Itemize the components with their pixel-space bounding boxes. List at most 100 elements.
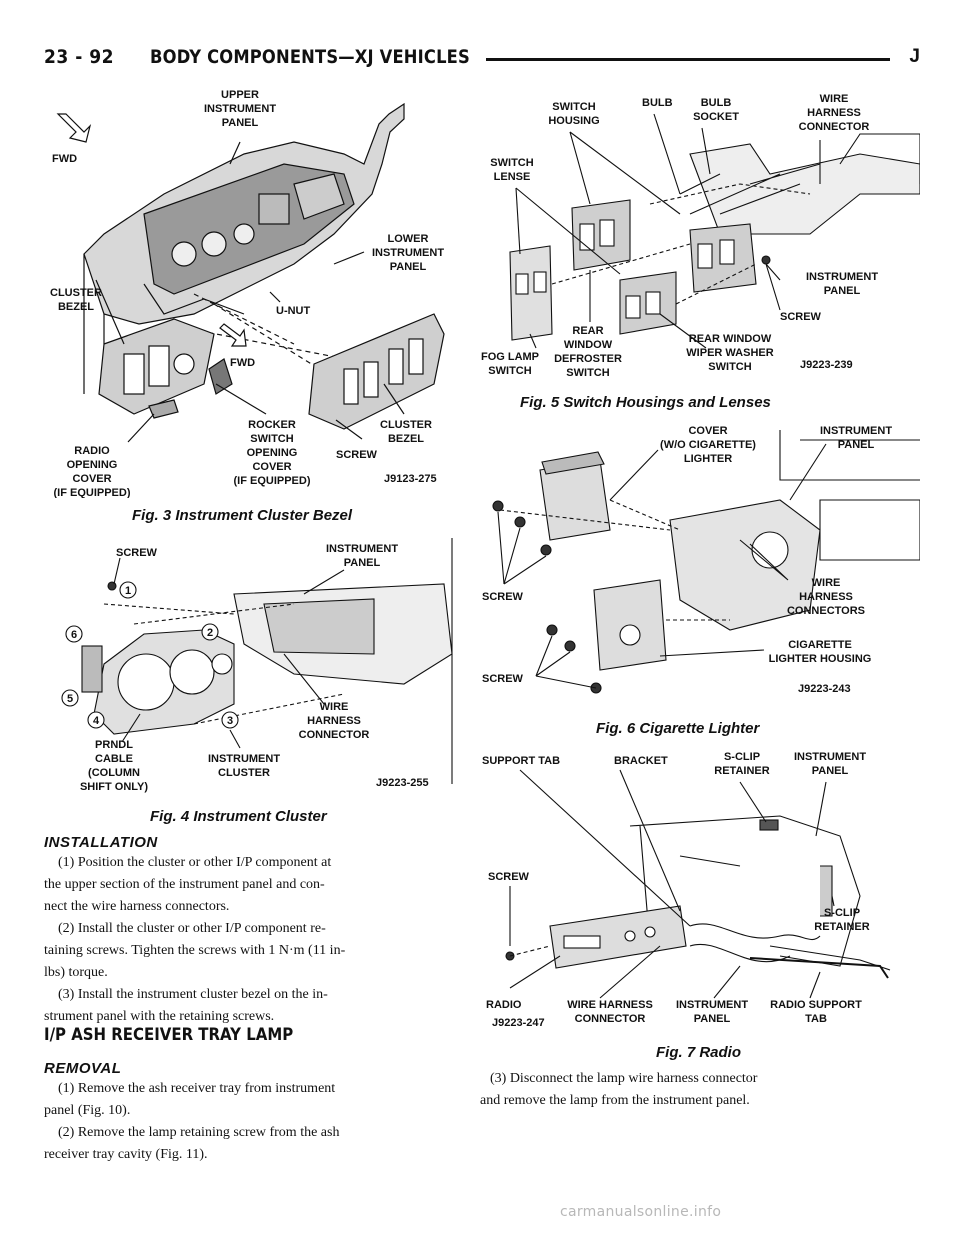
svg-text:PANEL: PANEL bbox=[812, 765, 849, 777]
svg-text:CLUSTER: CLUSTER bbox=[218, 767, 270, 779]
label-instrument-panel: INSTRUMENT bbox=[794, 751, 866, 763]
svg-text:PANEL: PANEL bbox=[824, 285, 861, 297]
svg-text:HARNESS: HARNESS bbox=[799, 591, 853, 603]
svg-text:SWITCH: SWITCH bbox=[566, 367, 609, 379]
label-s-clip: S-CLIP bbox=[724, 751, 760, 763]
svg-text:HARNESS: HARNESS bbox=[307, 715, 361, 727]
svg-text:LIGHTER: LIGHTER bbox=[684, 453, 732, 465]
figure-code: J9223-243 bbox=[798, 683, 851, 695]
fig4-drawing: 1 2 3 4 5 6 SCREW INSTRUMENT PANEL WIRE … bbox=[61, 538, 453, 793]
svg-text:WIPER WASHER: WIPER WASHER bbox=[686, 347, 773, 359]
svg-text:CONNECTORS: CONNECTORS bbox=[787, 605, 865, 617]
fig7-drawing: SUPPORT TAB BRACKET S-CLIP RETAINER INST… bbox=[482, 751, 891, 1029]
ash-tray-heading: I/P ASH RECEIVER TRAY LAMP bbox=[44, 1025, 294, 1045]
label-lighter-housing: CIGARETTE bbox=[788, 639, 852, 651]
step-1-line-1: (1) Position the cluster or other I/P co… bbox=[58, 855, 332, 870]
page-header: 23 - 92 BODY COMPONENTS—XJ VEHICLES J bbox=[44, 44, 920, 78]
svg-text:COVER: COVER bbox=[72, 473, 111, 485]
svg-text:SHIFT ONLY): SHIFT ONLY) bbox=[80, 781, 148, 793]
svg-text:HOUSING: HOUSING bbox=[548, 115, 599, 127]
label-lower-panel: LOWER bbox=[388, 233, 429, 245]
label-radio-cover: RADIO bbox=[74, 445, 110, 457]
figure-5: SWITCH HOUSING BULB BULB SOCKET WIRE HAR… bbox=[480, 84, 920, 384]
label-wire-harness: WIRE HARNESS bbox=[567, 999, 653, 1011]
callout-3: 3 bbox=[227, 715, 233, 727]
svg-text:(IF EQUIPPED): (IF EQUIPPED) bbox=[53, 487, 130, 498]
fig5-drawing: SWITCH HOUSING BULB BULB SOCKET WIRE HAR… bbox=[481, 93, 920, 379]
svg-text:PANEL: PANEL bbox=[694, 1013, 731, 1025]
callout-4: 4 bbox=[93, 715, 100, 727]
svg-text:CONNECTOR: CONNECTOR bbox=[299, 729, 370, 741]
figure-code: J9223-239 bbox=[800, 359, 853, 371]
vehicle-letter: J bbox=[909, 46, 920, 67]
header-rule bbox=[486, 58, 890, 61]
figure-7: SUPPORT TAB BRACKET S-CLIP RETAINER INST… bbox=[480, 746, 920, 1036]
label-screw: SCREW bbox=[780, 311, 822, 323]
svg-text:LENSE: LENSE bbox=[494, 171, 531, 183]
label-instrument-cluster: INSTRUMENT bbox=[208, 753, 280, 765]
svg-text:BEZEL: BEZEL bbox=[388, 433, 424, 445]
right-column-step: (3) Disconnect the lamp wire harness con… bbox=[480, 1071, 758, 1108]
fig3-labels: UPPER INSTRUMENT PANEL FWD LOWER INSTRUM… bbox=[50, 89, 444, 498]
label-rocker-cover: ROCKER bbox=[248, 419, 296, 431]
svg-text:WINDOW: WINDOW bbox=[564, 339, 613, 351]
svg-text:CLUSTER: CLUSTER bbox=[380, 419, 432, 431]
label-instrument-panel: INSTRUMENT bbox=[806, 271, 878, 283]
label-screw: SCREW bbox=[336, 449, 378, 461]
label-prndl: PRNDL bbox=[95, 739, 133, 751]
callout-5: 5 bbox=[67, 693, 73, 705]
label-bracket: BRACKET bbox=[614, 755, 668, 767]
fig7-caption: Fig. 7 Radio bbox=[656, 1044, 742, 1061]
fig4-caption: Fig. 4 Instrument Cluster bbox=[150, 808, 327, 825]
label-cover: COVER bbox=[688, 425, 727, 437]
svg-text:INSTRUMENT: INSTRUMENT bbox=[204, 103, 276, 115]
svg-text:RETAINER: RETAINER bbox=[814, 921, 869, 933]
svg-text:FWD: FWD bbox=[230, 357, 255, 369]
svg-text:TAB: TAB bbox=[805, 1013, 827, 1025]
label-bulb: BULB bbox=[642, 97, 673, 109]
figure-code: J9123-275 bbox=[384, 473, 437, 485]
section-title: BODY COMPONENTS—XJ VEHICLES bbox=[150, 46, 470, 68]
callout-1: 1 bbox=[125, 585, 131, 597]
installation-steps: (1) Position the cluster or other I/P co… bbox=[44, 852, 454, 1028]
label-support-tab: SUPPORT TAB bbox=[482, 755, 560, 767]
page-number: 23 - 92 bbox=[44, 46, 115, 68]
svg-text:SCREW: SCREW bbox=[482, 673, 524, 685]
svg-text:PANEL: PANEL bbox=[838, 439, 875, 451]
svg-text:OPENING: OPENING bbox=[67, 459, 118, 471]
svg-text:HARNESS: HARNESS bbox=[807, 107, 861, 119]
label-radio: RADIO bbox=[486, 999, 522, 1011]
label-screw: SCREW bbox=[482, 591, 524, 603]
svg-text:LIGHTER HOUSING: LIGHTER HOUSING bbox=[769, 653, 872, 665]
svg-text:DEFROSTER: DEFROSTER bbox=[554, 353, 622, 365]
callout-6: 6 bbox=[71, 629, 77, 641]
svg-text:COVER: COVER bbox=[252, 461, 291, 473]
label-bulb-socket: BULB bbox=[701, 97, 732, 109]
label-screw: SCREW bbox=[116, 547, 158, 559]
label-wire-harness: WIRE bbox=[820, 93, 849, 105]
svg-text:SWITCH: SWITCH bbox=[250, 433, 293, 445]
watermark: carmanualsonline.info bbox=[560, 1204, 722, 1220]
label-fwd: FWD bbox=[52, 153, 77, 165]
svg-text:INSTRUMENT: INSTRUMENT bbox=[372, 247, 444, 259]
svg-text:CONNECTOR: CONNECTOR bbox=[799, 121, 870, 133]
figure-6: COVER (W/O CIGARETTE) LIGHTER INSTRUMENT… bbox=[480, 420, 920, 710]
label-upper-panel: UPPER bbox=[221, 89, 259, 101]
fig5-caption: Fig. 5 Switch Housings and Lenses bbox=[520, 394, 771, 411]
label-switch-housing: SWITCH bbox=[552, 101, 595, 113]
fig3-caption: Fig. 3 Instrument Cluster Bezel bbox=[132, 507, 353, 524]
label-instrument-panel: INSTRUMENT bbox=[820, 425, 892, 437]
label-switch-lense: SWITCH bbox=[490, 157, 533, 169]
label-wire-harness: WIRE bbox=[320, 701, 349, 713]
svg-text:CONNECTOR: CONNECTOR bbox=[575, 1013, 646, 1025]
removal-heading: REMOVAL bbox=[44, 1060, 122, 1077]
removal-steps: (1) Remove the ash receiver tray from in… bbox=[44, 1081, 340, 1162]
svg-text:S-CLIP: S-CLIP bbox=[824, 907, 860, 919]
label-rear-defroster: REAR bbox=[572, 325, 603, 337]
svg-text:SWITCH: SWITCH bbox=[708, 361, 751, 373]
svg-text:SOCKET: SOCKET bbox=[693, 111, 739, 123]
figure-4: 1 2 3 4 5 6 SCREW INSTRUMENT PANEL WIRE … bbox=[44, 534, 460, 798]
label-screw: SCREW bbox=[488, 871, 530, 883]
fig3-drawing: UPPER INSTRUMENT PANEL FWD LOWER INSTRUM… bbox=[50, 89, 445, 498]
fig6-drawing: COVER (W/O CIGARETTE) LIGHTER INSTRUMENT… bbox=[482, 425, 920, 695]
